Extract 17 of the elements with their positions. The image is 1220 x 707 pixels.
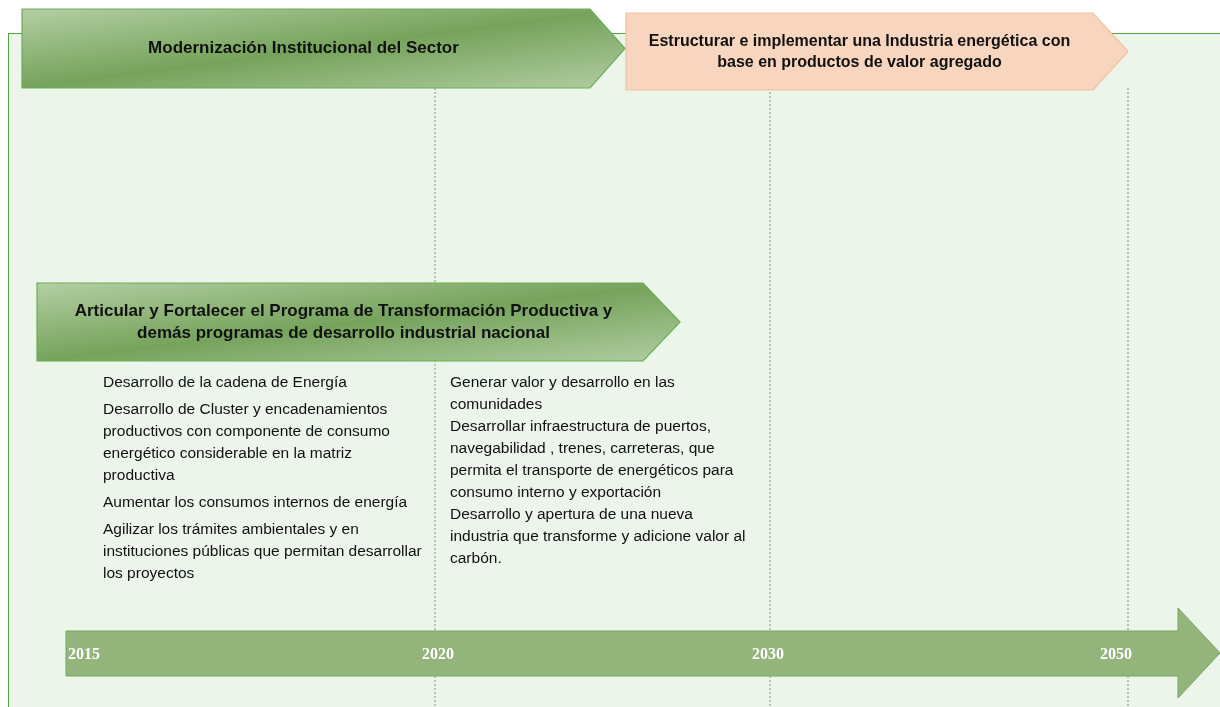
chevron-banner: [626, 13, 1128, 90]
bullet-text: Desarrollo de Cluster y encadenamientos productivos con componente de consumo energético considerable en la matriz productiva: [103, 399, 391, 485]
banner-text: Articular y Fortalecer el Programa de Transformación Productiva y demás programas de desarrollo industrial nacional: [73, 299, 614, 344]
year-label: 2050: [1100, 645, 1132, 663]
bullet-text: Desarrollo de la cadena de Energía: [103, 372, 348, 392]
bullet-text: Generar valor y desarrollo en las comunidades: [450, 372, 676, 414]
bullet-text: Agilizar los trámites ambientales y en instituciones públicas que permitan desarrollar los proyectos: [103, 519, 423, 583]
chevron-banner: [37, 283, 680, 361]
banner-text: Modernización Institucional del Sector: [148, 37, 459, 60]
year-label: 2015: [68, 645, 100, 663]
year-label: 2030: [752, 645, 784, 663]
year-label: 2020: [422, 645, 454, 663]
banner-text: Estructurar e implementar una Industria energética con base en productos de valor agregado: [647, 30, 1072, 72]
bullet-text: Desarrollo y apertura de una nueva industria que transforme y adicione valor al carbón.: [450, 504, 747, 568]
bullet-text: Desarrollar infraestructura de puertos, navegabilidad , trenes, carreteras, que permita el transporte de energéticos para consumo interno y exportación: [450, 416, 735, 502]
bullet-text: Aumentar los consumos internos de energía: [103, 492, 409, 512]
chevron-banner: [22, 9, 625, 88]
